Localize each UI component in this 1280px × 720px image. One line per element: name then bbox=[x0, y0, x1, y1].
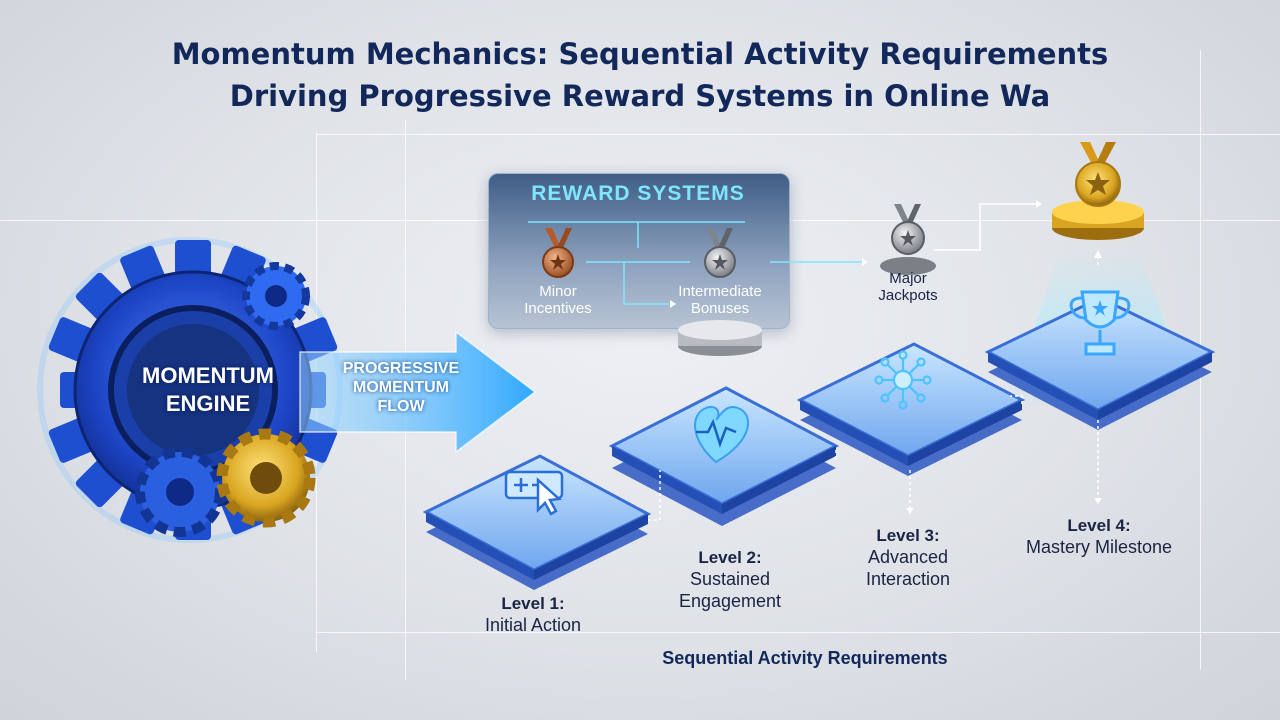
flow-label-line-1: PROGRESSIVE bbox=[342, 360, 460, 377]
page-title-line-1: Momentum Mechanics: Sequential Activity … bbox=[171, 37, 1109, 71]
level-1-label: Level 1: Initial Action bbox=[458, 594, 608, 636]
network-icon bbox=[874, 350, 932, 410]
gold-medal-icon bbox=[1052, 142, 1144, 240]
level-heading: Level 4: bbox=[1067, 516, 1131, 535]
level-3-label: Level 3: Advanced Interaction bbox=[832, 526, 984, 590]
page-title-line-2: Driving Progressive Reward Systems in On… bbox=[229, 79, 1051, 113]
engine-label-line-1: MOMENTUM bbox=[142, 363, 274, 388]
silver-pedestal bbox=[678, 320, 762, 356]
level-heading: Level 3: bbox=[876, 526, 940, 545]
level-connectors bbox=[648, 252, 1099, 521]
trophy-icon bbox=[1069, 290, 1131, 356]
silver-medal-icon bbox=[880, 204, 936, 275]
gold-gear-icon bbox=[216, 428, 316, 528]
level-heading: Level 1: bbox=[501, 594, 565, 613]
reward-connectors bbox=[528, 221, 862, 305]
level-4-label: Level 4: Mastery Milestone bbox=[1000, 516, 1198, 558]
tier-label-line: Major bbox=[889, 270, 927, 287]
tier-label-line: Incentives bbox=[524, 300, 592, 317]
tier-label-line: Jackpots bbox=[878, 287, 938, 304]
heartbeat-icon bbox=[694, 406, 750, 464]
lower-blue-gear-icon bbox=[135, 447, 225, 537]
grid-line bbox=[316, 632, 1280, 633]
momentum-engine bbox=[37, 237, 343, 543]
small-blue-gear-icon bbox=[242, 262, 310, 330]
level-description: Engagement bbox=[678, 591, 782, 611]
momentum-engine-label: MOMENTUM ENGINE bbox=[108, 362, 308, 418]
silver-medal-icon bbox=[704, 228, 736, 278]
level-2-platform bbox=[608, 386, 840, 526]
grid-line bbox=[316, 134, 1280, 135]
level-description: Initial Action bbox=[484, 615, 582, 635]
level-3-platform bbox=[796, 342, 1026, 476]
level-1-platform bbox=[422, 454, 652, 590]
flow-label-line-3: FLOW bbox=[377, 398, 425, 415]
reward-systems-panel bbox=[488, 173, 790, 329]
progressive-flow-label: PROGRESSIVE MOMENTUM FLOW bbox=[326, 359, 476, 416]
reward-tier-minor-label: Minor Incentives bbox=[505, 283, 611, 317]
flow-label-line-2: MOMENTUM bbox=[353, 379, 449, 396]
progressive-flow-arrow bbox=[299, 330, 537, 454]
reward-tier-major-label: Major Jackpots bbox=[860, 270, 956, 304]
bronze-medal-icon bbox=[542, 228, 574, 278]
level-heading: Level 2: bbox=[698, 548, 762, 567]
reward-systems-title: REWARD SYSTEMS bbox=[531, 182, 745, 205]
level-description: Interaction bbox=[865, 569, 951, 589]
tier-label-line: Bonuses bbox=[690, 300, 750, 317]
reward-tier-intermediate-label: Intermediate Bonuses bbox=[660, 283, 780, 317]
connector-arrowheads bbox=[670, 200, 1102, 514]
tier-label-line: Minor bbox=[539, 283, 577, 300]
level-description: Mastery Milestone bbox=[1025, 537, 1173, 557]
sequential-activity-footer: Sequential Activity Requirements bbox=[662, 648, 948, 668]
level-description: Advanced bbox=[867, 547, 949, 567]
tier-label-line: Intermediate bbox=[678, 283, 762, 300]
level-2-label: Level 2: Sustained Engagement bbox=[650, 548, 810, 612]
level-description: Sustained bbox=[689, 569, 771, 589]
jackpot-connector bbox=[934, 203, 1040, 251]
cursor-plus-icon bbox=[504, 470, 564, 516]
engine-label-line-2: ENGINE bbox=[165, 391, 251, 416]
